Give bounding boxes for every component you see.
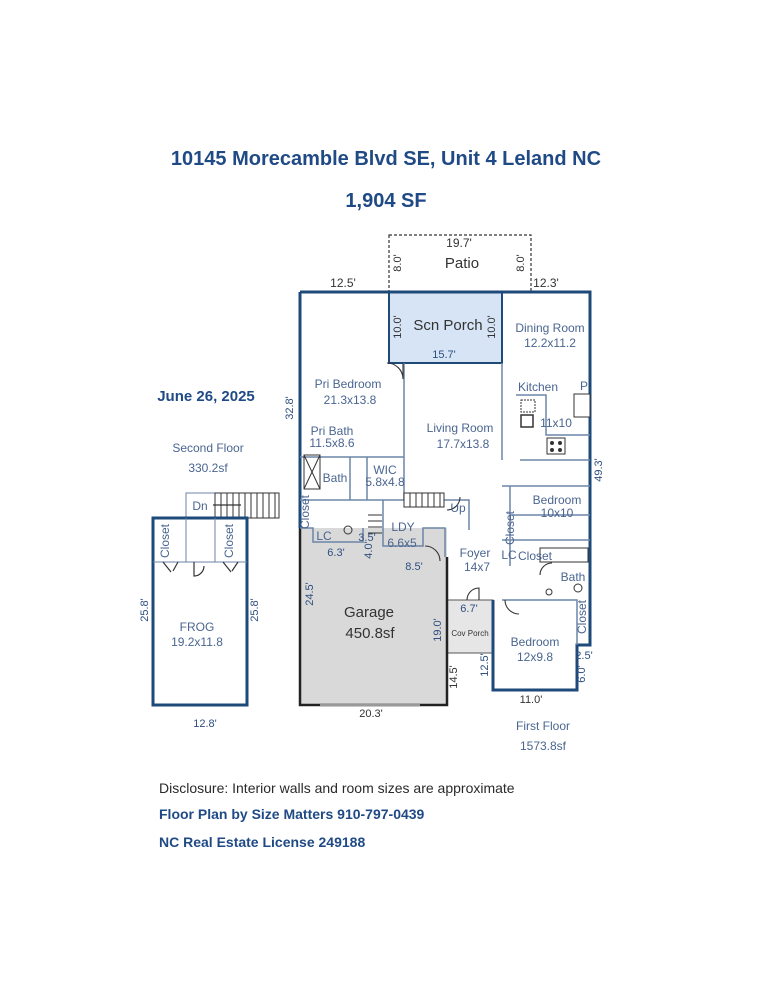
stove-icon xyxy=(546,437,566,455)
living-label: Living Room xyxy=(427,421,494,435)
dim-lc-width: 6.3' xyxy=(327,547,344,559)
garage-size: 450.8sf xyxy=(345,625,395,642)
plan-date: June 26, 2025 xyxy=(157,388,255,405)
closet-left-label: Closet xyxy=(158,523,172,558)
dim-bed-right: 6.0' xyxy=(576,665,588,682)
bedroom1-label: Bedroom xyxy=(533,493,582,507)
dim-top-right: 12.3' xyxy=(533,276,559,290)
sink-icon xyxy=(520,414,534,428)
dim-frog-right: 25.8' xyxy=(249,598,261,622)
dim-frog-left: 25.8' xyxy=(139,598,151,622)
dim-right: 49.3' xyxy=(593,458,605,482)
ldy-label: LDY xyxy=(391,520,414,534)
second-floor: Second Floor 330.2sf Dn Closet Closet FR… xyxy=(139,441,280,730)
dim-porch-left: 10.0' xyxy=(392,315,404,339)
lc2-label: LC xyxy=(501,548,517,562)
frog-label: FROG xyxy=(180,620,215,634)
dim-patio-right: 8.0' xyxy=(515,254,527,271)
total-area: 1,904 SF xyxy=(345,190,426,212)
dim-ldy-width: 8.5' xyxy=(405,561,422,573)
frog-size: 19.2x11.8 xyxy=(171,635,223,649)
lc1-label: LC xyxy=(316,529,332,543)
dim-top-left: 12.5' xyxy=(330,276,356,290)
first-floor-label: First Floor xyxy=(516,719,570,733)
closet4-label: Closet xyxy=(575,599,589,634)
stairs-down-label: Dn xyxy=(192,499,207,513)
dining-size: 12.2x11.2 xyxy=(524,336,576,350)
garage-stairs xyxy=(368,492,445,534)
dim-ldy-depth: 4.0' xyxy=(363,541,375,558)
dim-porch-right: 10.0' xyxy=(486,315,498,339)
cov-porch-label: Cov Porch xyxy=(451,629,488,638)
bathtub-icon xyxy=(539,547,589,563)
kitchen-size: 11x10 xyxy=(540,416,572,430)
toilet-icon xyxy=(573,583,583,593)
bath-label: Bath xyxy=(323,471,348,485)
living-size: 17.7x13.8 xyxy=(437,437,490,451)
dim-patio-width: 19.7' xyxy=(446,236,472,250)
license-text: NC Real Estate License 249188 xyxy=(159,834,366,850)
dim-ldy-small: 3.5' xyxy=(358,532,375,544)
dim-frog-bottom: 12.8' xyxy=(193,718,217,730)
patio xyxy=(388,234,532,293)
pri-bedroom-label: Pri Bedroom xyxy=(315,377,382,391)
first-floor: 19.7' Patio 8.0' 8.0' 12.5' 12.3' Scn Po… xyxy=(284,234,605,753)
wic-label: WIC xyxy=(373,463,397,477)
foyer-size: 14x7 xyxy=(464,560,490,574)
closet1-label: Closet xyxy=(298,494,312,529)
pantry-label: P xyxy=(580,379,588,393)
scn-porch-label: Scn Porch xyxy=(413,317,482,334)
stairs xyxy=(213,492,280,519)
patio-label: Patio xyxy=(445,255,479,272)
dim-left: 32.8' xyxy=(284,396,296,420)
dim-garage-bottom: 20.3' xyxy=(359,708,383,720)
address-title: 10145 Morecamble Blvd SE, Unit 4 Leland … xyxy=(171,148,601,170)
closet-right-label: Closet xyxy=(222,523,236,558)
dim-cov-porch-top: 6.7' xyxy=(460,603,477,615)
sink-icon xyxy=(545,588,553,596)
dining-label: Dining Room xyxy=(515,321,584,335)
stairs-up-label: Up xyxy=(450,501,466,515)
foyer-label: Foyer xyxy=(460,546,491,560)
bedroom1-size: 10x10 xyxy=(541,506,574,520)
bath2-label: Bath xyxy=(561,570,586,584)
dim-porch-right: 12.5' xyxy=(479,653,491,677)
kitchen-label: Kitchen xyxy=(518,380,558,394)
bedroom2-label: Bedroom xyxy=(511,635,560,649)
fridge-icon xyxy=(520,399,536,413)
first-floor-area: 1573.8sf xyxy=(520,739,567,753)
garage-label: Garage xyxy=(344,604,394,621)
ldy-size: 6.6x5 xyxy=(387,536,417,550)
bedroom2-size: 12x9.8 xyxy=(517,650,553,664)
closet2-label: Closet xyxy=(503,510,517,545)
dim-bed-step: 2.5' xyxy=(575,650,592,662)
dim-patio-left: 8.0' xyxy=(392,254,404,271)
second-floor-label: Second Floor xyxy=(172,441,243,455)
dim-bed-bottom: 11.0' xyxy=(520,694,543,706)
wic-size: 5.8x4.8 xyxy=(365,475,405,489)
pri-bath-label: Pri Bath xyxy=(311,424,354,438)
disclosure-text: Disclosure: Interior walls and room size… xyxy=(159,780,515,796)
garage xyxy=(300,528,447,705)
second-floor-area: 330.2sf xyxy=(188,461,228,475)
dim-garage-left: 24.5' xyxy=(304,582,316,606)
dim-porch-width: 15.7' xyxy=(432,349,456,361)
appliance-icon xyxy=(573,393,591,418)
pri-bath-size: 11.5x8.6 xyxy=(309,436,354,450)
closet3-label: Closet xyxy=(518,549,553,563)
dim-garage-right: 19.0' xyxy=(432,618,444,642)
credit-text: Floor Plan by Size Matters 910-797-0439 xyxy=(159,806,425,822)
pri-bedroom-size: 21.3x13.8 xyxy=(324,393,377,407)
toilet-icon xyxy=(343,525,353,535)
frog-room xyxy=(151,516,249,707)
shower-icon xyxy=(303,454,321,490)
dim-porch-left: 14.5' xyxy=(448,665,460,689)
screen-porch xyxy=(388,291,503,364)
